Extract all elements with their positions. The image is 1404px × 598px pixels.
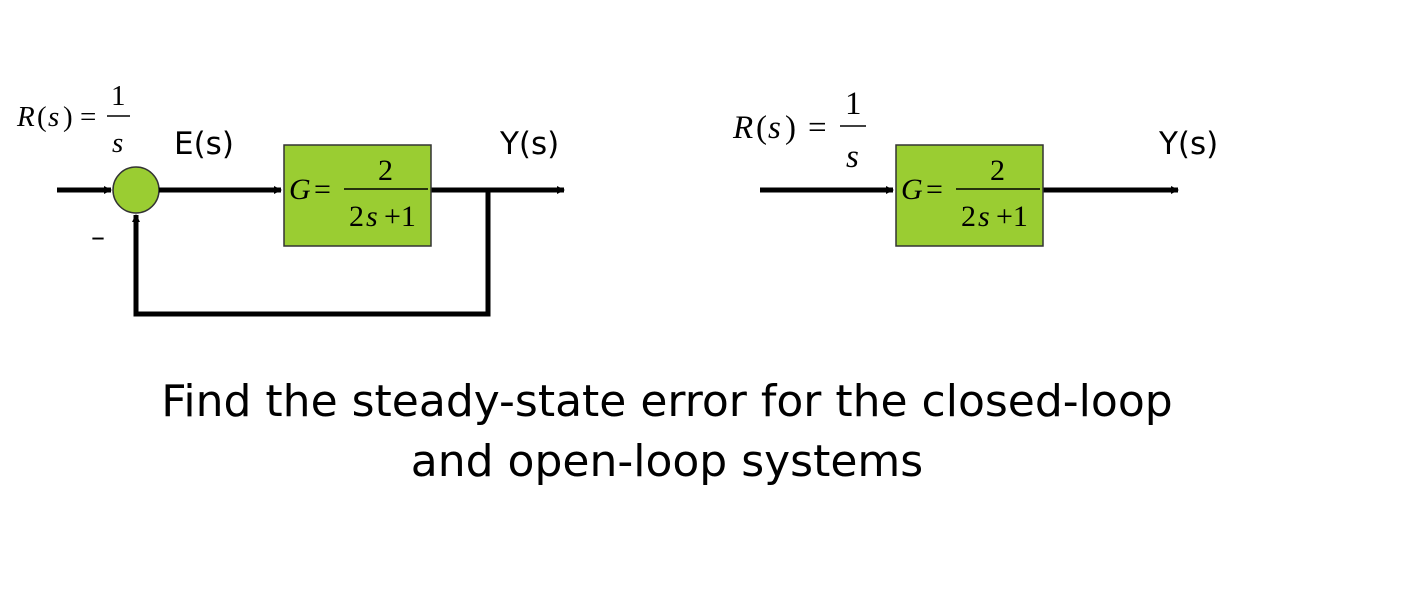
open-loop-system: R ( s ) = 1 s Y(s) G = 2 2 s +1	[732, 86, 1218, 247]
g-denominator-var: s	[978, 200, 990, 233]
input-close-paren: )	[785, 110, 796, 146]
closed-loop-plant-transfer-function: G = 2 2 s +1	[289, 154, 428, 233]
open-loop-plant-block	[895, 144, 1044, 247]
g-denominator-coef: 2	[349, 200, 364, 233]
input-arg: s	[768, 110, 781, 146]
question-line-2: and open-loop systems	[410, 436, 924, 487]
open-loop-input-expression: R ( s ) = 1 s	[732, 86, 866, 175]
input-close-paren: )	[63, 101, 73, 133]
open-loop-output-label: Y(s)	[1158, 126, 1218, 162]
g-symbol: G	[901, 173, 923, 206]
g-denominator-const: +1	[996, 200, 1028, 233]
g-numerator: 2	[990, 154, 1005, 187]
input-numerator: 1	[111, 80, 126, 112]
summing-junction	[112, 166, 160, 214]
g-denominator-coef: 2	[961, 200, 976, 233]
closed-loop-output-label: Y(s)	[499, 126, 559, 162]
input-open-paren: (	[37, 101, 47, 133]
closed-loop-plant-block	[283, 144, 432, 247]
feedback-path	[132, 190, 491, 317]
closed-loop-system: R ( s ) = 1 s E(s) Y(s) – G = 2 2 s +1	[16, 80, 565, 317]
input-equals: =	[808, 110, 827, 146]
input-denominator: s	[112, 127, 123, 159]
input-r-symbol: R	[16, 101, 35, 133]
negative-feedback-sign: –	[91, 220, 105, 253]
g-symbol: G	[289, 173, 311, 206]
input-r-symbol: R	[732, 110, 753, 146]
question-line-1: Find the steady-state error for the clos…	[161, 376, 1173, 427]
g-numerator: 2	[378, 154, 393, 187]
question-text: Find the steady-state error for the clos…	[0, 372, 1334, 492]
input-arg: s	[48, 101, 59, 133]
input-open-paren: (	[756, 110, 767, 146]
g-equals: =	[926, 173, 943, 206]
input-numerator: 1	[845, 86, 862, 122]
open-loop-plant-transfer-function: G = 2 2 s +1	[901, 154, 1040, 233]
g-equals: =	[314, 173, 331, 206]
input-equals: =	[80, 101, 96, 133]
error-label: E(s)	[174, 126, 234, 162]
closed-loop-input-expression: R ( s ) = 1 s	[16, 80, 130, 159]
g-denominator-const: +1	[384, 200, 416, 233]
input-denominator: s	[846, 139, 859, 175]
g-denominator-var: s	[366, 200, 378, 233]
